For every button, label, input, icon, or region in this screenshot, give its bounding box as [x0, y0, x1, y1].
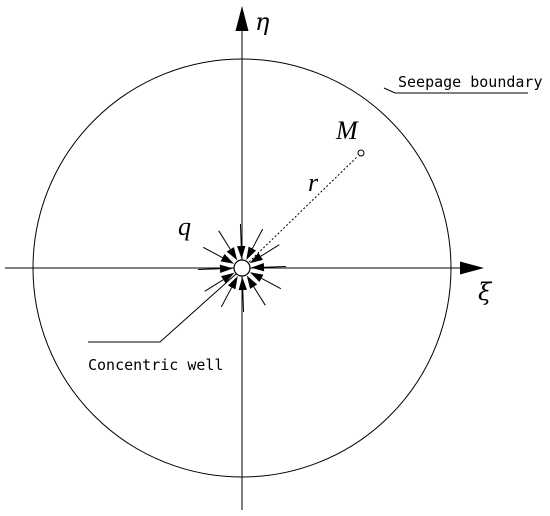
inflow-arrowhead: [250, 263, 265, 272]
inflow-arrow-shaft: [261, 277, 282, 290]
concentric-well-label: Concentric well: [88, 356, 223, 374]
inflow-arrow-shaft: [202, 246, 223, 259]
inflow-arrow-shaft: [251, 228, 264, 249]
flow-q-label: q: [178, 212, 191, 241]
boundary-leader-line: [383, 87, 528, 94]
radius-line: [248, 155, 359, 263]
inflow-arrow-shaft: [260, 244, 280, 257]
inflow-arrow-shaft: [220, 287, 233, 308]
inflow-arrowhead: [238, 276, 247, 291]
inflow-arrow-shaft: [204, 279, 224, 292]
inflow-arrowhead: [226, 247, 238, 261]
inflow-arrowhead: [237, 245, 246, 260]
inflow-arrow-shaft: [242, 289, 245, 312]
eta-axis-label: η: [255, 8, 270, 36]
eta-axis-arrowhead: [235, 6, 249, 31]
point-m-marker: [357, 149, 365, 157]
seepage-boundary-label: Seepage boundary: [398, 73, 543, 91]
inflow-arrowhead: [221, 272, 235, 284]
inflow-arrow-shaft: [253, 286, 266, 306]
inflow-arrow-shaft: [218, 230, 231, 250]
inflow-arrowhead: [246, 275, 258, 289]
inflow-arrows: [198, 224, 286, 312]
concentric-well: [233, 259, 251, 277]
radius-r-label: r: [308, 168, 319, 197]
xi-axis-label: ξ: [478, 278, 493, 306]
inflow-arrowhead: [227, 275, 238, 290]
inflow-arrow-shaft: [263, 265, 286, 268]
inflow-arrowhead: [249, 272, 264, 283]
inflow-arrowhead: [220, 253, 235, 264]
inflow-arrowhead: [246, 246, 257, 261]
inflow-arrow-shaft: [239, 224, 242, 247]
inflow-arrowhead: [219, 264, 234, 273]
inflow-arrow-shaft: [198, 268, 221, 271]
well-leader-line: [88, 273, 237, 343]
point-m-label: M: [335, 116, 359, 145]
xi-axis-arrowhead: [460, 261, 484, 275]
inflow-arrowhead: [249, 252, 263, 264]
